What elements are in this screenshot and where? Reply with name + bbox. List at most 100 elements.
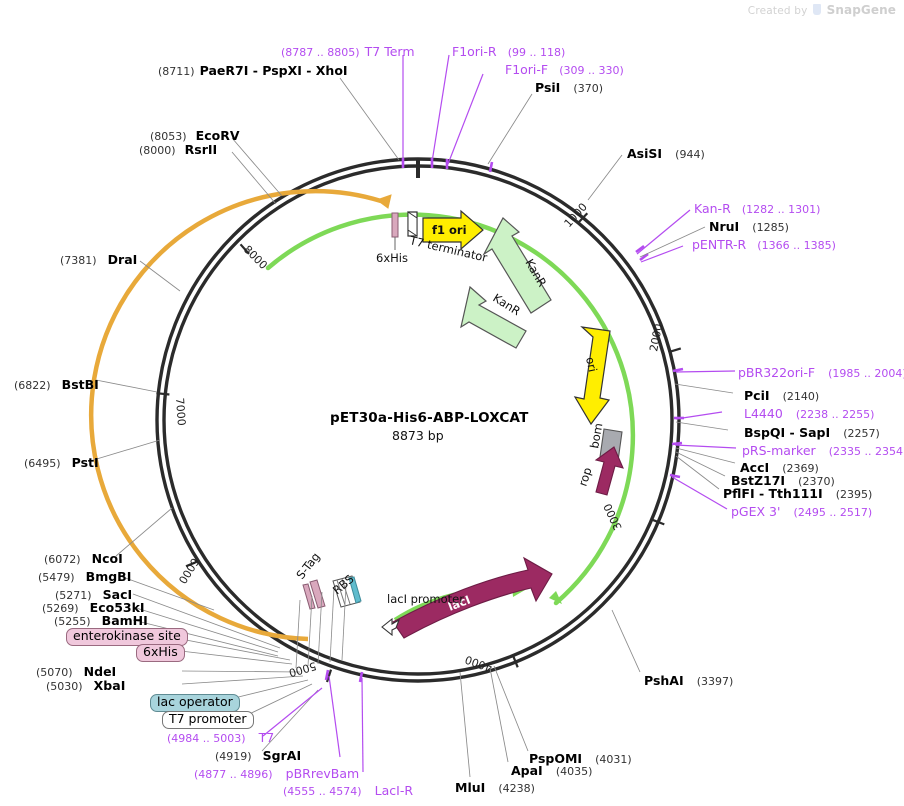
callout-bamhi-name: BamHI	[101, 613, 148, 628]
callout-pbr322ori-f-name: pBR322ori-F	[738, 365, 816, 380]
callout-t7-term-name: T7 Term	[364, 44, 415, 59]
tick-2000: 2000	[647, 323, 665, 353]
callout-paer7i-name: PaeR7I - PspXI - XhoI	[199, 63, 348, 78]
callout-mlui: MluI (4238)	[455, 779, 535, 795]
callout-drai-pos: (7381)	[60, 254, 97, 267]
callout-pbrrevbam-pos: (4877 .. 4896)	[194, 768, 273, 781]
callout-pgex3-pos: (2495 .. 2517)	[793, 506, 873, 519]
callout-ndei-name: NdeI	[83, 664, 117, 679]
tick-7000: 7000	[173, 397, 188, 426]
callout-saci: (5271) SacI	[55, 586, 132, 602]
backbone-ticks	[156, 158, 682, 683]
callout-apai-name: ApaI	[511, 763, 543, 778]
callout-bstbi-pos: (6822)	[14, 379, 51, 392]
callout-bstbi: (6822) BstBI	[14, 376, 99, 392]
label-ori: ori	[583, 356, 600, 374]
callout-asisi: AsiSI (944)	[627, 145, 705, 161]
callout-sgrai-name: SgrAI	[262, 748, 302, 763]
mcs-tick-cluster	[295, 584, 347, 669]
watermark-prefix: Created by	[747, 5, 808, 17]
callout-pentr-r-name: pENTR-R	[692, 237, 747, 252]
label-f1-ori: f1 ori	[432, 223, 467, 237]
callout-pspomi: PspOMI (4031)	[529, 750, 632, 766]
callout-rsrii-pos: (8000)	[139, 144, 176, 157]
feature-t7-terminator	[407, 211, 418, 237]
callout-eco53ki: (5269) Eco53kI	[42, 599, 145, 615]
callout-ncoi-pos: (6072)	[44, 553, 81, 566]
tick-4000: 4000	[463, 653, 494, 675]
callout-mlui-name: MluI	[455, 780, 486, 795]
callout-ecorv-pos: (8053)	[150, 130, 187, 143]
callout-asisi-pos: (944)	[675, 148, 705, 161]
callout-l4440: L4440 (2238 .. 2255)	[744, 405, 874, 421]
plasmid-size: 8873 bp	[392, 428, 444, 443]
callout-apai-pos: (4035)	[555, 765, 593, 778]
callout-f1ori-f-name: F1ori-F	[505, 62, 549, 77]
callout-t7-term-pos: (8787 .. 8805)	[281, 46, 360, 59]
callout-mlui-pos: (4238)	[498, 782, 535, 795]
feature-kanr-1	[482, 217, 552, 314]
callout-kan-r-name: Kan-R	[694, 201, 731, 216]
callout-drai-name: DraI	[107, 252, 138, 267]
callout-l4440-pos: (2238 .. 2255)	[795, 408, 875, 421]
callout-ncoi-name: NcoI	[91, 551, 123, 566]
callout-laci-r-pos: (4555 .. 4574)	[283, 785, 362, 798]
feature-box-6xhis: 6xHis	[136, 643, 185, 662]
callout-ncoi: (6072) NcoI	[44, 550, 123, 566]
callout-acci-name: AccI	[740, 460, 770, 475]
feature-box-t7-promoter: T7 promoter	[162, 710, 254, 729]
green-feature-arc-outer	[265, 212, 636, 606]
feature-6xhis-tag	[391, 212, 399, 250]
callout-paer7i: (8711) PaeR7I - PspXI - XhoI	[158, 62, 348, 78]
callout-psii-pos: (370)	[573, 82, 604, 95]
callout-bspqi-sapi-pos: (2257)	[843, 427, 880, 440]
callout-pentr-r-pos: (1366 .. 1385)	[757, 239, 836, 252]
feature-rop	[594, 446, 624, 496]
callout-pgex3: pGEX 3' (2495 .. 2517)	[731, 503, 872, 519]
tick-6000: 6000	[176, 555, 202, 586]
label-rop: rop	[576, 466, 595, 488]
feature-ori	[573, 326, 611, 426]
callout-t7-primer-name: T7	[258, 730, 275, 745]
callout-kan-r-pos: (1282 .. 1301)	[741, 203, 821, 216]
watermark-brand: SnapGene	[826, 3, 896, 17]
callout-ecorv: (8053) EcoRV	[150, 127, 240, 143]
callout-bspqi-sapi: BspQI - SapI (2257)	[744, 424, 880, 440]
feature-laci-promoter	[381, 617, 401, 637]
callout-nrui-name: NruI	[709, 219, 740, 234]
callout-f1ori-f-pos: (309 .. 330)	[559, 64, 624, 77]
callout-psti-pos: (6495)	[24, 457, 61, 470]
callout-psti: (6495) PstI	[24, 454, 99, 470]
label-laci-promoter: lacI promoter	[387, 592, 464, 606]
page-title: pET30a-His6-ABP-LOXCAT	[330, 410, 529, 426]
callout-xbai: (5030) XbaI	[46, 677, 125, 693]
callout-f1ori-r-name: F1ori-R	[452, 44, 497, 59]
callout-pspomi-name: PspOMI	[529, 751, 583, 766]
callout-pgex3-name: pGEX 3'	[731, 504, 781, 519]
callout-pflfi-tth111i-name: PflFI - Tth111I	[723, 486, 823, 501]
callout-bmgbi-pos: (5479)	[38, 571, 75, 584]
feature-laci	[392, 556, 553, 639]
callout-ecorv-name: EcoRV	[195, 128, 240, 143]
callout-pspomi-pos: (4031)	[595, 753, 632, 766]
snapgene-logo-icon	[813, 4, 822, 15]
callout-rsrii: (8000) RsrII	[139, 141, 217, 157]
callout-bstbi-name: BstBI	[61, 377, 99, 392]
feature-box-lac-operator: lac operator	[150, 693, 240, 712]
callout-pcii-name: PciI	[744, 388, 770, 403]
callout-f1ori-r: F1ori-R (99 .. 118)	[452, 43, 565, 59]
callout-sgrai: (4919) SgrAI	[215, 747, 301, 763]
callout-pentr-r: pENTR-R (1366 .. 1385)	[692, 236, 836, 252]
callout-l4440-name: L4440	[744, 406, 783, 421]
callout-t7-term: (8787 .. 8805) T7 Term	[281, 43, 415, 59]
callout-pcii-pos: (2140)	[782, 390, 820, 403]
callout-pflfi-tth111i-pos: (2395)	[835, 488, 873, 501]
callout-ndei: (5070) NdeI	[36, 663, 116, 679]
callout-psii-name: PsiI	[535, 80, 561, 95]
callout-pshai-name: PshAI	[644, 673, 684, 688]
callout-acci-pos: (2369)	[782, 462, 819, 475]
callout-pbrrevbam-name: pBRrevBam	[285, 766, 360, 781]
label-bom: bom	[587, 422, 605, 450]
callout-pcii: PciI (2140)	[744, 387, 819, 403]
